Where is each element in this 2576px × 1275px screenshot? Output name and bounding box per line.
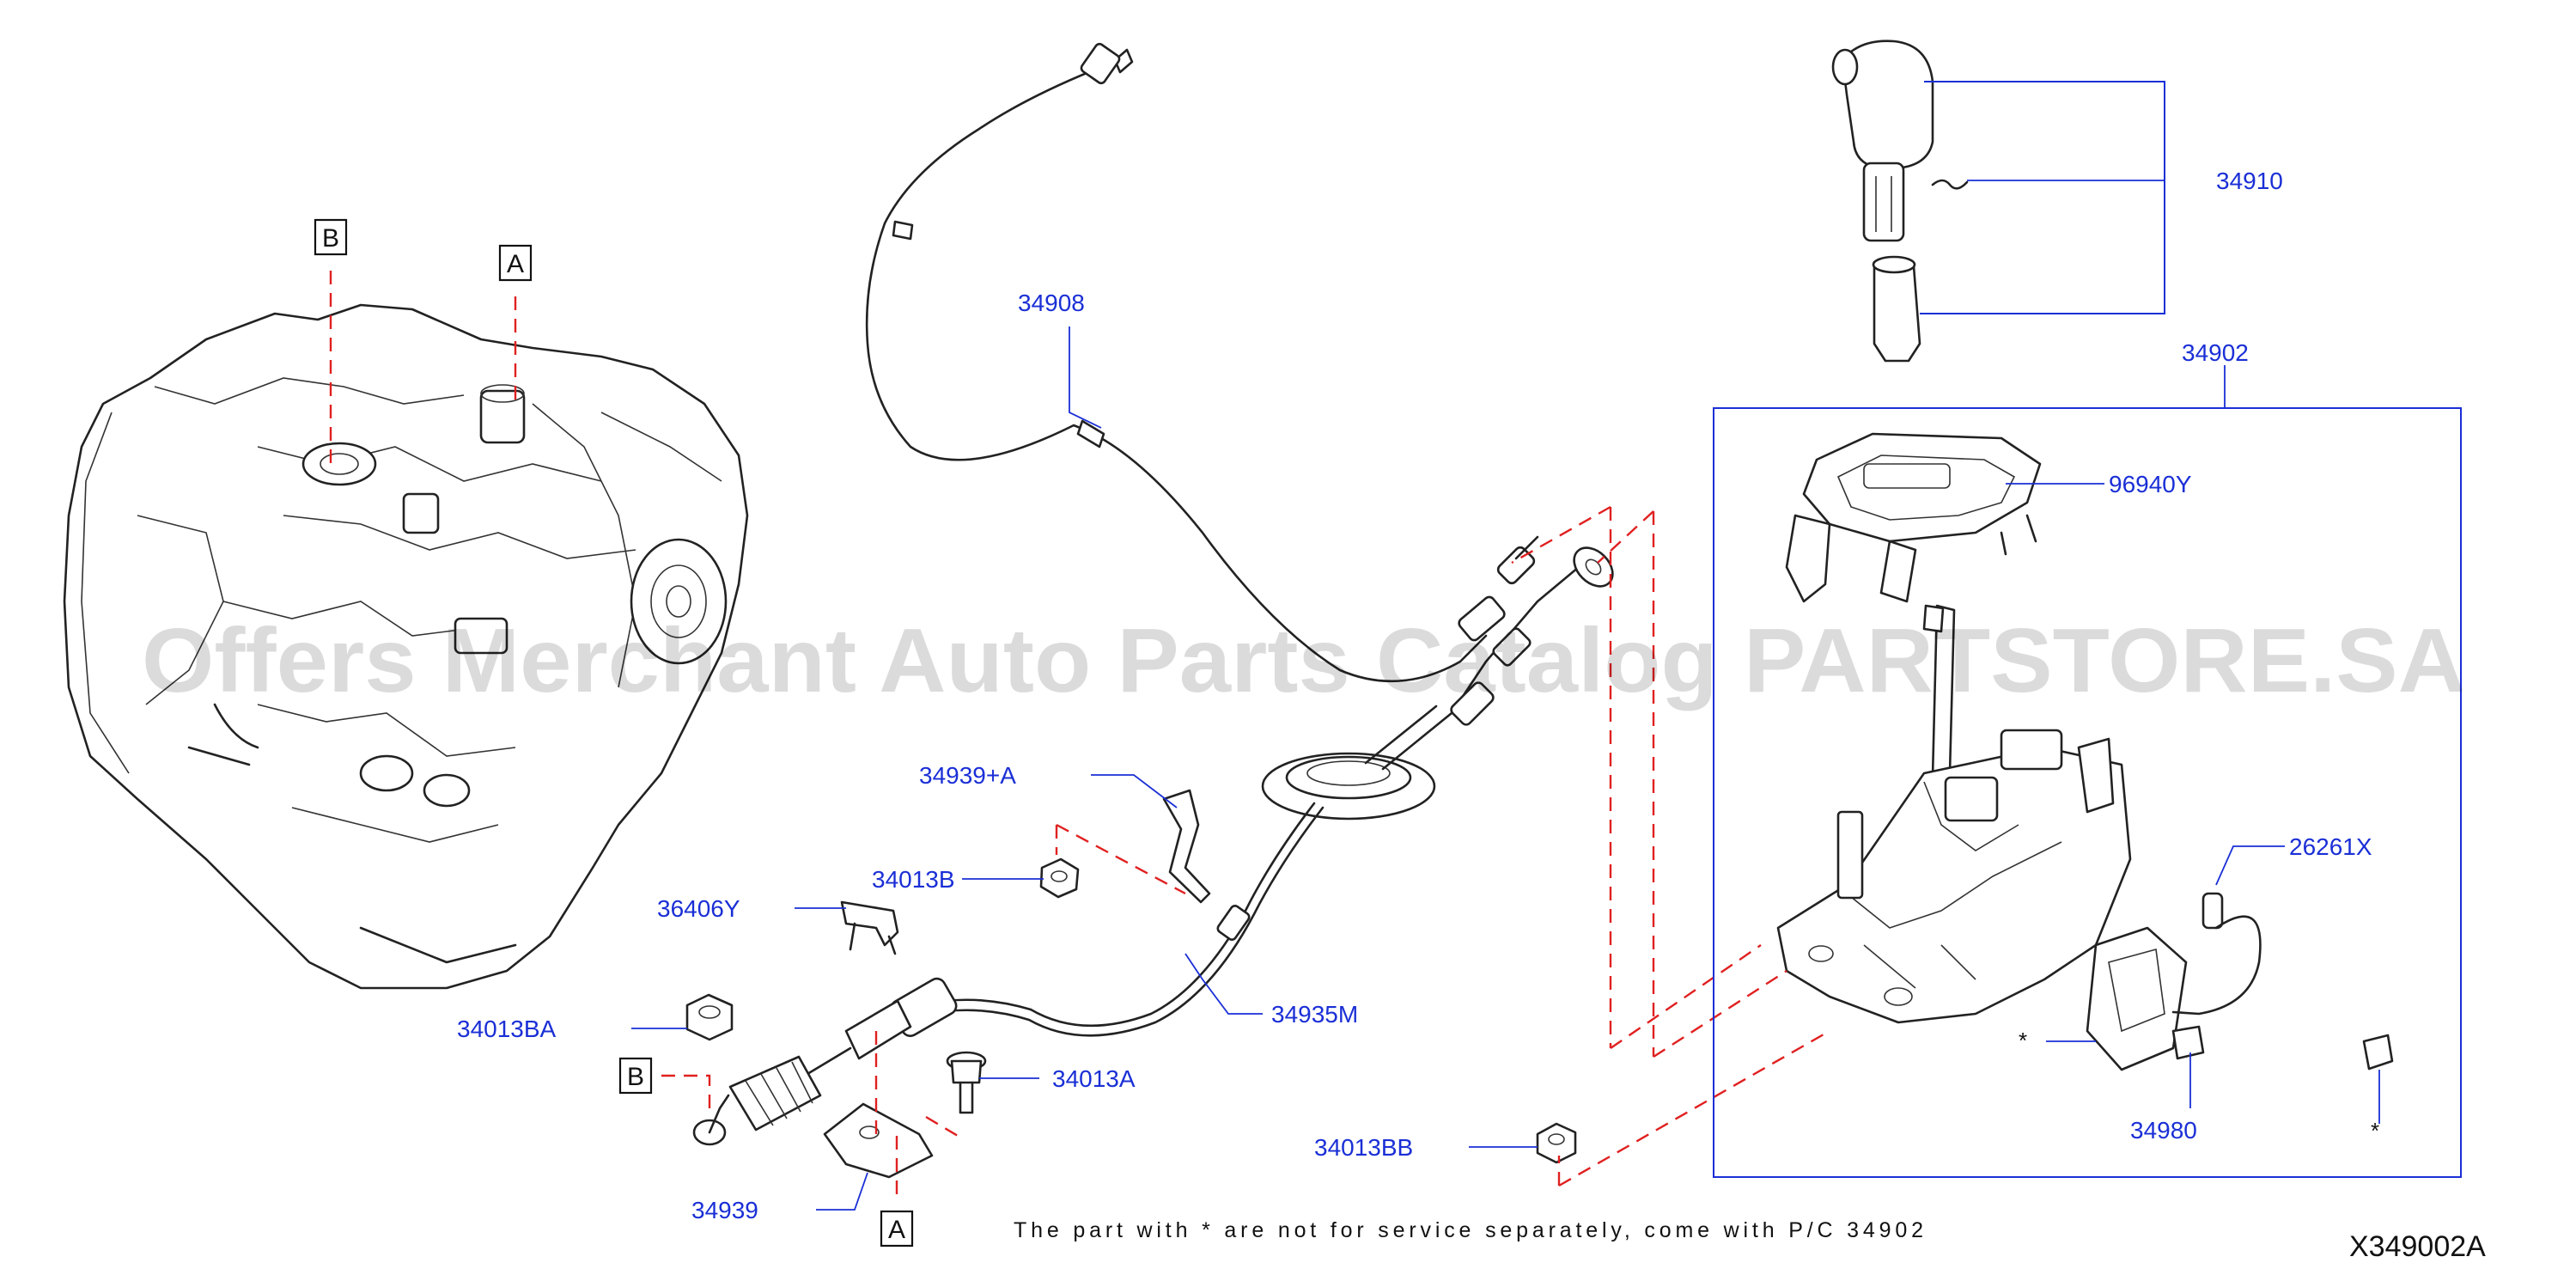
ref-marker-a-top: A bbox=[498, 244, 533, 282]
callout-34013BB[interactable]: 34013BB bbox=[1314, 1134, 1413, 1161]
callout-36406Y[interactable]: 36406Y bbox=[657, 895, 740, 922]
callout-34910[interactable]: 34910 bbox=[2216, 168, 2283, 194]
callout-34939[interactable]: 34939 bbox=[691, 1197, 758, 1223]
ref-marker-b-left: B bbox=[618, 1057, 653, 1095]
callout-26261X[interactable]: 26261X bbox=[2289, 833, 2372, 860]
figure-code: X349002A bbox=[2349, 1230, 2486, 1263]
callout-34939A[interactable]: 34939+A bbox=[919, 762, 1016, 789]
callout-34902[interactable]: 34902 bbox=[2182, 339, 2249, 366]
hardware-parts bbox=[685, 789, 1577, 1179]
ref-marker-a-bottom: A bbox=[880, 1210, 914, 1248]
asterisk-left: * bbox=[2019, 1028, 2027, 1053]
svg-text:A: A bbox=[507, 250, 524, 278]
footnote: The part with * are not for service sepa… bbox=[1014, 1218, 1924, 1242]
shift-knob-assembly bbox=[1831, 40, 1969, 363]
callout-34013A[interactable]: 34013A bbox=[1052, 1065, 1136, 1092]
shift-lever-device bbox=[1776, 604, 2394, 1071]
callout-96940Y[interactable]: 96940Y bbox=[2109, 471, 2192, 497]
shift-control-cable bbox=[692, 546, 1614, 1146]
reference-lines bbox=[329, 271, 1830, 1194]
svg-text:B: B bbox=[322, 224, 339, 253]
transmission-assembly bbox=[63, 303, 749, 990]
svg-text:A: A bbox=[888, 1216, 905, 1244]
leader-lines bbox=[631, 81, 2462, 1211]
callout-34980[interactable]: 34980 bbox=[2130, 1117, 2197, 1144]
callout-34908[interactable]: 34908 bbox=[1018, 290, 1085, 316]
finisher-96940Y bbox=[1785, 432, 2042, 603]
callout-34935M[interactable]: 34935M bbox=[1271, 1001, 1358, 1028]
ref-marker-b-top: B bbox=[314, 218, 348, 256]
callout-34013B[interactable]: 34013B bbox=[872, 866, 955, 893]
asterisk-right: * bbox=[2371, 1118, 2379, 1144]
upper-cable bbox=[865, 42, 1539, 683]
watermark: Offers Merchant Auto Parts Catalog PARTS… bbox=[142, 610, 2465, 711]
callout-34013BA[interactable]: 34013BA bbox=[457, 1016, 557, 1042]
svg-text:B: B bbox=[627, 1063, 644, 1091]
